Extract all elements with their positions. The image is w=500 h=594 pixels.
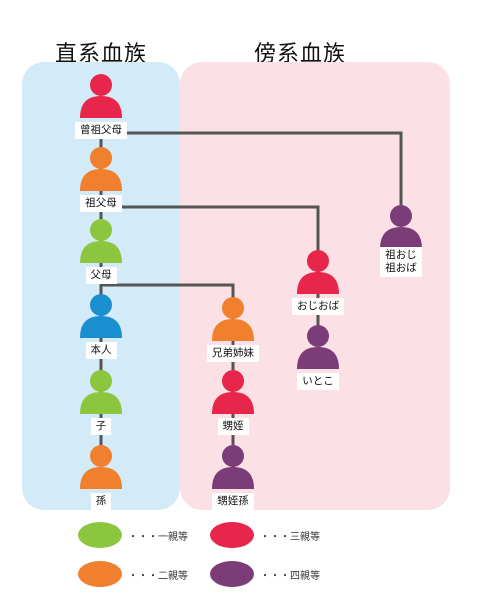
node-child: 子 [61, 368, 141, 435]
node-label: いとこ [297, 373, 339, 390]
node-label: 孫 [90, 493, 112, 510]
connector-uncle-aunt [101, 205, 320, 252]
person-icon [80, 219, 122, 263]
node-label: 曾祖父母 [75, 122, 127, 139]
connector-great-uncle-aunt [101, 131, 403, 210]
node-label: 兄弟姉妹 [207, 345, 259, 362]
node-siblings: 兄弟姉妹 [193, 295, 273, 362]
person-icon [80, 445, 122, 489]
person-icon [80, 74, 122, 118]
node-label-line2: 祖おば [385, 262, 417, 274]
node-label: おじおば [292, 298, 344, 315]
node-label: 甥姪 [217, 418, 249, 435]
node-grandparents: 祖父母 [61, 145, 141, 212]
legend-text-second: ・・・二親等 [128, 570, 188, 582]
legend-swatch-first [78, 522, 122, 548]
legend-text-third: ・・・三親等 [260, 531, 320, 543]
person-icon [297, 250, 339, 294]
person-icon [80, 147, 122, 191]
node-cousin: いとこ [278, 323, 358, 390]
legend-swatch-fourth [210, 561, 254, 587]
person-icon [380, 205, 422, 249]
person-icon [212, 445, 254, 489]
legend-swatch-third [210, 522, 254, 548]
node-label: 父母 [85, 267, 117, 284]
node-label: 子 [90, 418, 112, 435]
legend-swatch-second [78, 561, 122, 587]
node-label: 祖おじ 祖おば [380, 247, 422, 277]
legend-third-degree: ・・・三親等 [210, 520, 320, 550]
node-label-line1: 祖おじ [385, 249, 417, 261]
node-label: 本人 [85, 342, 117, 359]
node-nephew-niece: 甥姪 [193, 368, 273, 435]
person-icon [80, 370, 122, 414]
legend-first-degree: ・・・一親等 [78, 520, 188, 550]
connector-siblings [101, 283, 235, 300]
legend-fourth-degree: ・・・四親等 [210, 559, 320, 589]
legend-second-degree: ・・・二親等 [78, 559, 188, 589]
node-grandnephew-niece: 甥姪孫 [193, 443, 273, 510]
node-self: 本人 [61, 292, 141, 359]
legend-text-fourth: ・・・四親等 [260, 570, 320, 582]
legend-text-first: ・・・一親等 [128, 531, 188, 543]
person-icon [297, 325, 339, 369]
node-great-uncle-aunt: 祖おじ 祖おば [361, 203, 441, 277]
person-icon [212, 297, 254, 341]
node-label: 甥姪孫 [212, 493, 254, 510]
person-icon [212, 370, 254, 414]
person-icon [80, 294, 122, 338]
node-uncle-aunt: おじおば [278, 248, 358, 315]
node-parents: 父母 [61, 217, 141, 284]
node-label: 祖父母 [80, 195, 122, 212]
node-grandchild: 孫 [61, 443, 141, 510]
node-great-grandparents: 曾祖父母 [61, 72, 141, 139]
